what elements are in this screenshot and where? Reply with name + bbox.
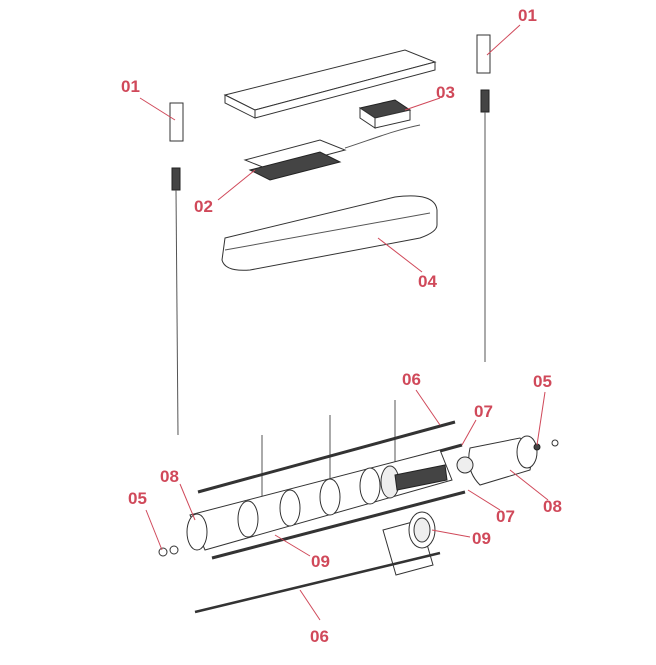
label-end-screw-right: 05 (533, 372, 552, 391)
label-clip-top: 07 (474, 402, 493, 421)
cap-right-part (476, 34, 491, 74)
label-cap-left: 01 (121, 77, 140, 96)
label-clip-bottom: 07 (496, 507, 515, 526)
label-driver-box: 03 (436, 83, 455, 102)
label-ring: 09 (472, 529, 491, 548)
clip-part (456, 456, 474, 474)
label-endcap-left: 08 (160, 467, 179, 486)
gripper-right (480, 89, 490, 113)
label-diffuser: 09 (311, 552, 330, 571)
mounting-plate (223, 49, 437, 111)
label-driver: 02 (194, 197, 213, 216)
suspension-left (169, 102, 184, 436)
leader-lines (139, 24, 549, 621)
canopy-part (221, 195, 438, 271)
suspension-right (476, 34, 491, 362)
label-canopy: 04 (418, 272, 437, 291)
cap-left-part (169, 102, 184, 142)
label-endcap-right: 08 (543, 497, 562, 516)
strip-bottom-part (194, 551, 441, 614)
label-strip-top: 06 (402, 370, 421, 389)
tube-part (186, 449, 453, 551)
label-strip-bottom: 06 (310, 627, 329, 646)
label-cap-right: 01 (518, 6, 537, 25)
strip-top-part (197, 420, 456, 494)
label-end-screw-left: 05 (128, 489, 147, 508)
gripper-left (171, 167, 181, 191)
